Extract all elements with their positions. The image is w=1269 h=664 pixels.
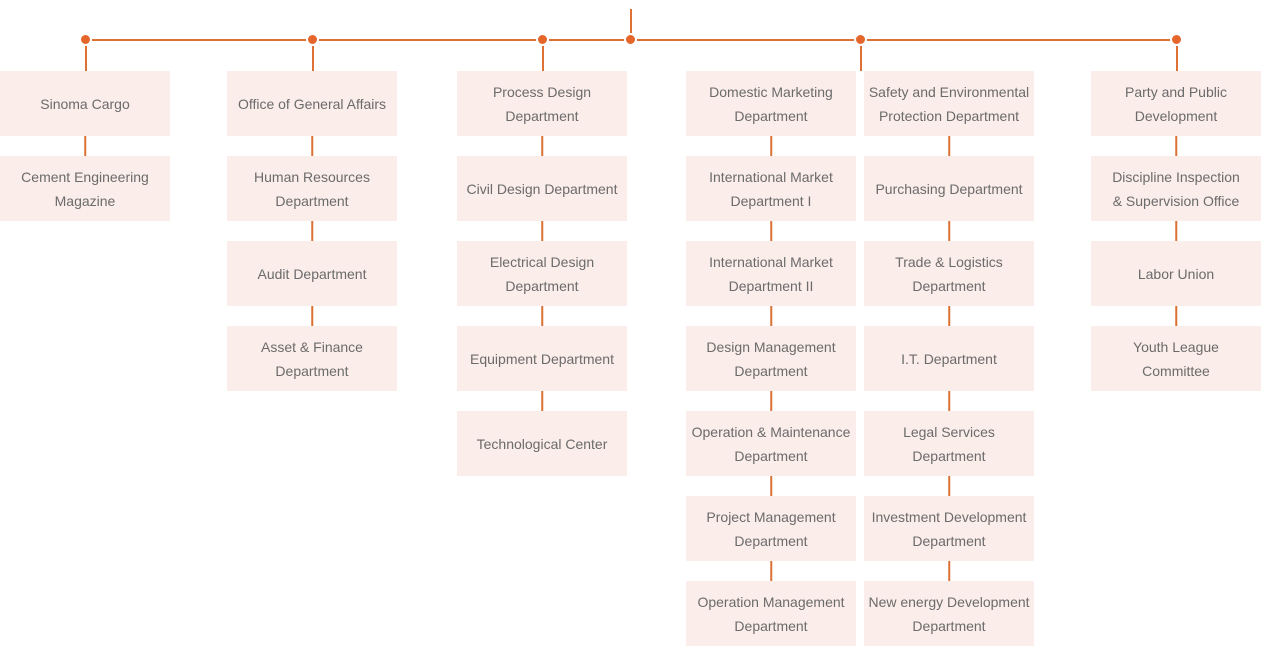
- org-column-1: Sinoma Cargo Cement Engineering Magazine: [0, 71, 170, 241]
- connector-dot: [1170, 33, 1183, 46]
- org-column-2: Office of General Affairs Human Resource…: [227, 71, 397, 411]
- org-box-operation-maintenance: Operation & Maintenance Department: [686, 411, 856, 476]
- org-box-asset-finance: Asset & Finance Department: [227, 326, 397, 391]
- org-box-operation-management: Operation Management Department: [686, 581, 856, 646]
- org-column-6: Party and Public Development Discipline …: [1091, 71, 1261, 411]
- column-stem: [542, 40, 544, 71]
- org-box-technological-center: Technological Center: [457, 411, 627, 476]
- org-box-international-market-2: International Market Department II: [686, 241, 856, 306]
- org-box-party-public-development: Party and Public Development: [1091, 71, 1261, 136]
- org-box-process-design: Process Design Department: [457, 71, 627, 136]
- column-stem: [312, 40, 314, 71]
- org-box-youth-league-committee: Youth League Committee: [1091, 326, 1261, 391]
- column-stem: [860, 40, 862, 71]
- column-stem: [85, 40, 87, 71]
- org-box-domestic-marketing: Domestic Marketing Department: [686, 71, 856, 136]
- org-box-project-management: Project Management Department: [686, 496, 856, 561]
- connector-dot: [79, 33, 92, 46]
- org-box-equipment: Equipment Department: [457, 326, 627, 391]
- org-box-cement-engineering-magazine: Cement Engineering Magazine: [0, 156, 170, 221]
- org-box-sinoma-cargo: Sinoma Cargo: [0, 71, 170, 136]
- org-root-stub: [630, 9, 632, 39]
- org-box-it-department: I.T. Department: [864, 326, 1034, 391]
- org-box-discipline-inspection: Discipline Inspection & Supervision Offi…: [1091, 156, 1261, 221]
- org-box-trade-logistics: Trade & Logistics Department: [864, 241, 1034, 306]
- org-box-human-resources: Human Resources Department: [227, 156, 397, 221]
- org-box-office-of-general-affairs: Office of General Affairs: [227, 71, 397, 136]
- org-column-3: Process Design Department Civil Design D…: [457, 71, 627, 496]
- org-box-civil-design: Civil Design Department: [457, 156, 627, 221]
- org-box-electrical-design: Electrical Design Department: [457, 241, 627, 306]
- connector-dot: [854, 33, 867, 46]
- org-box-audit: Audit Department: [227, 241, 397, 306]
- connector-dot: [624, 33, 637, 46]
- connector-dot: [306, 33, 319, 46]
- org-column-4: Domestic Marketing Department Internatio…: [686, 71, 856, 664]
- org-box-legal-services: Legal Services Department: [864, 411, 1034, 476]
- org-box-safety-environmental-protection: Safety and Environmental Protection Depa…: [864, 71, 1034, 136]
- org-box-purchasing: Purchasing Department: [864, 156, 1034, 221]
- org-box-labor-union: Labor Union: [1091, 241, 1261, 306]
- org-box-investment-development: Investment Development Department: [864, 496, 1034, 561]
- org-box-new-energy-development: New energy Development Department: [864, 581, 1034, 646]
- column-stem: [1176, 40, 1178, 71]
- org-box-design-management: Design Management Department: [686, 326, 856, 391]
- org-box-international-market-1: International Market Department I: [686, 156, 856, 221]
- connector-dot: [536, 33, 549, 46]
- org-column-5: Safety and Environmental Protection Depa…: [864, 71, 1034, 664]
